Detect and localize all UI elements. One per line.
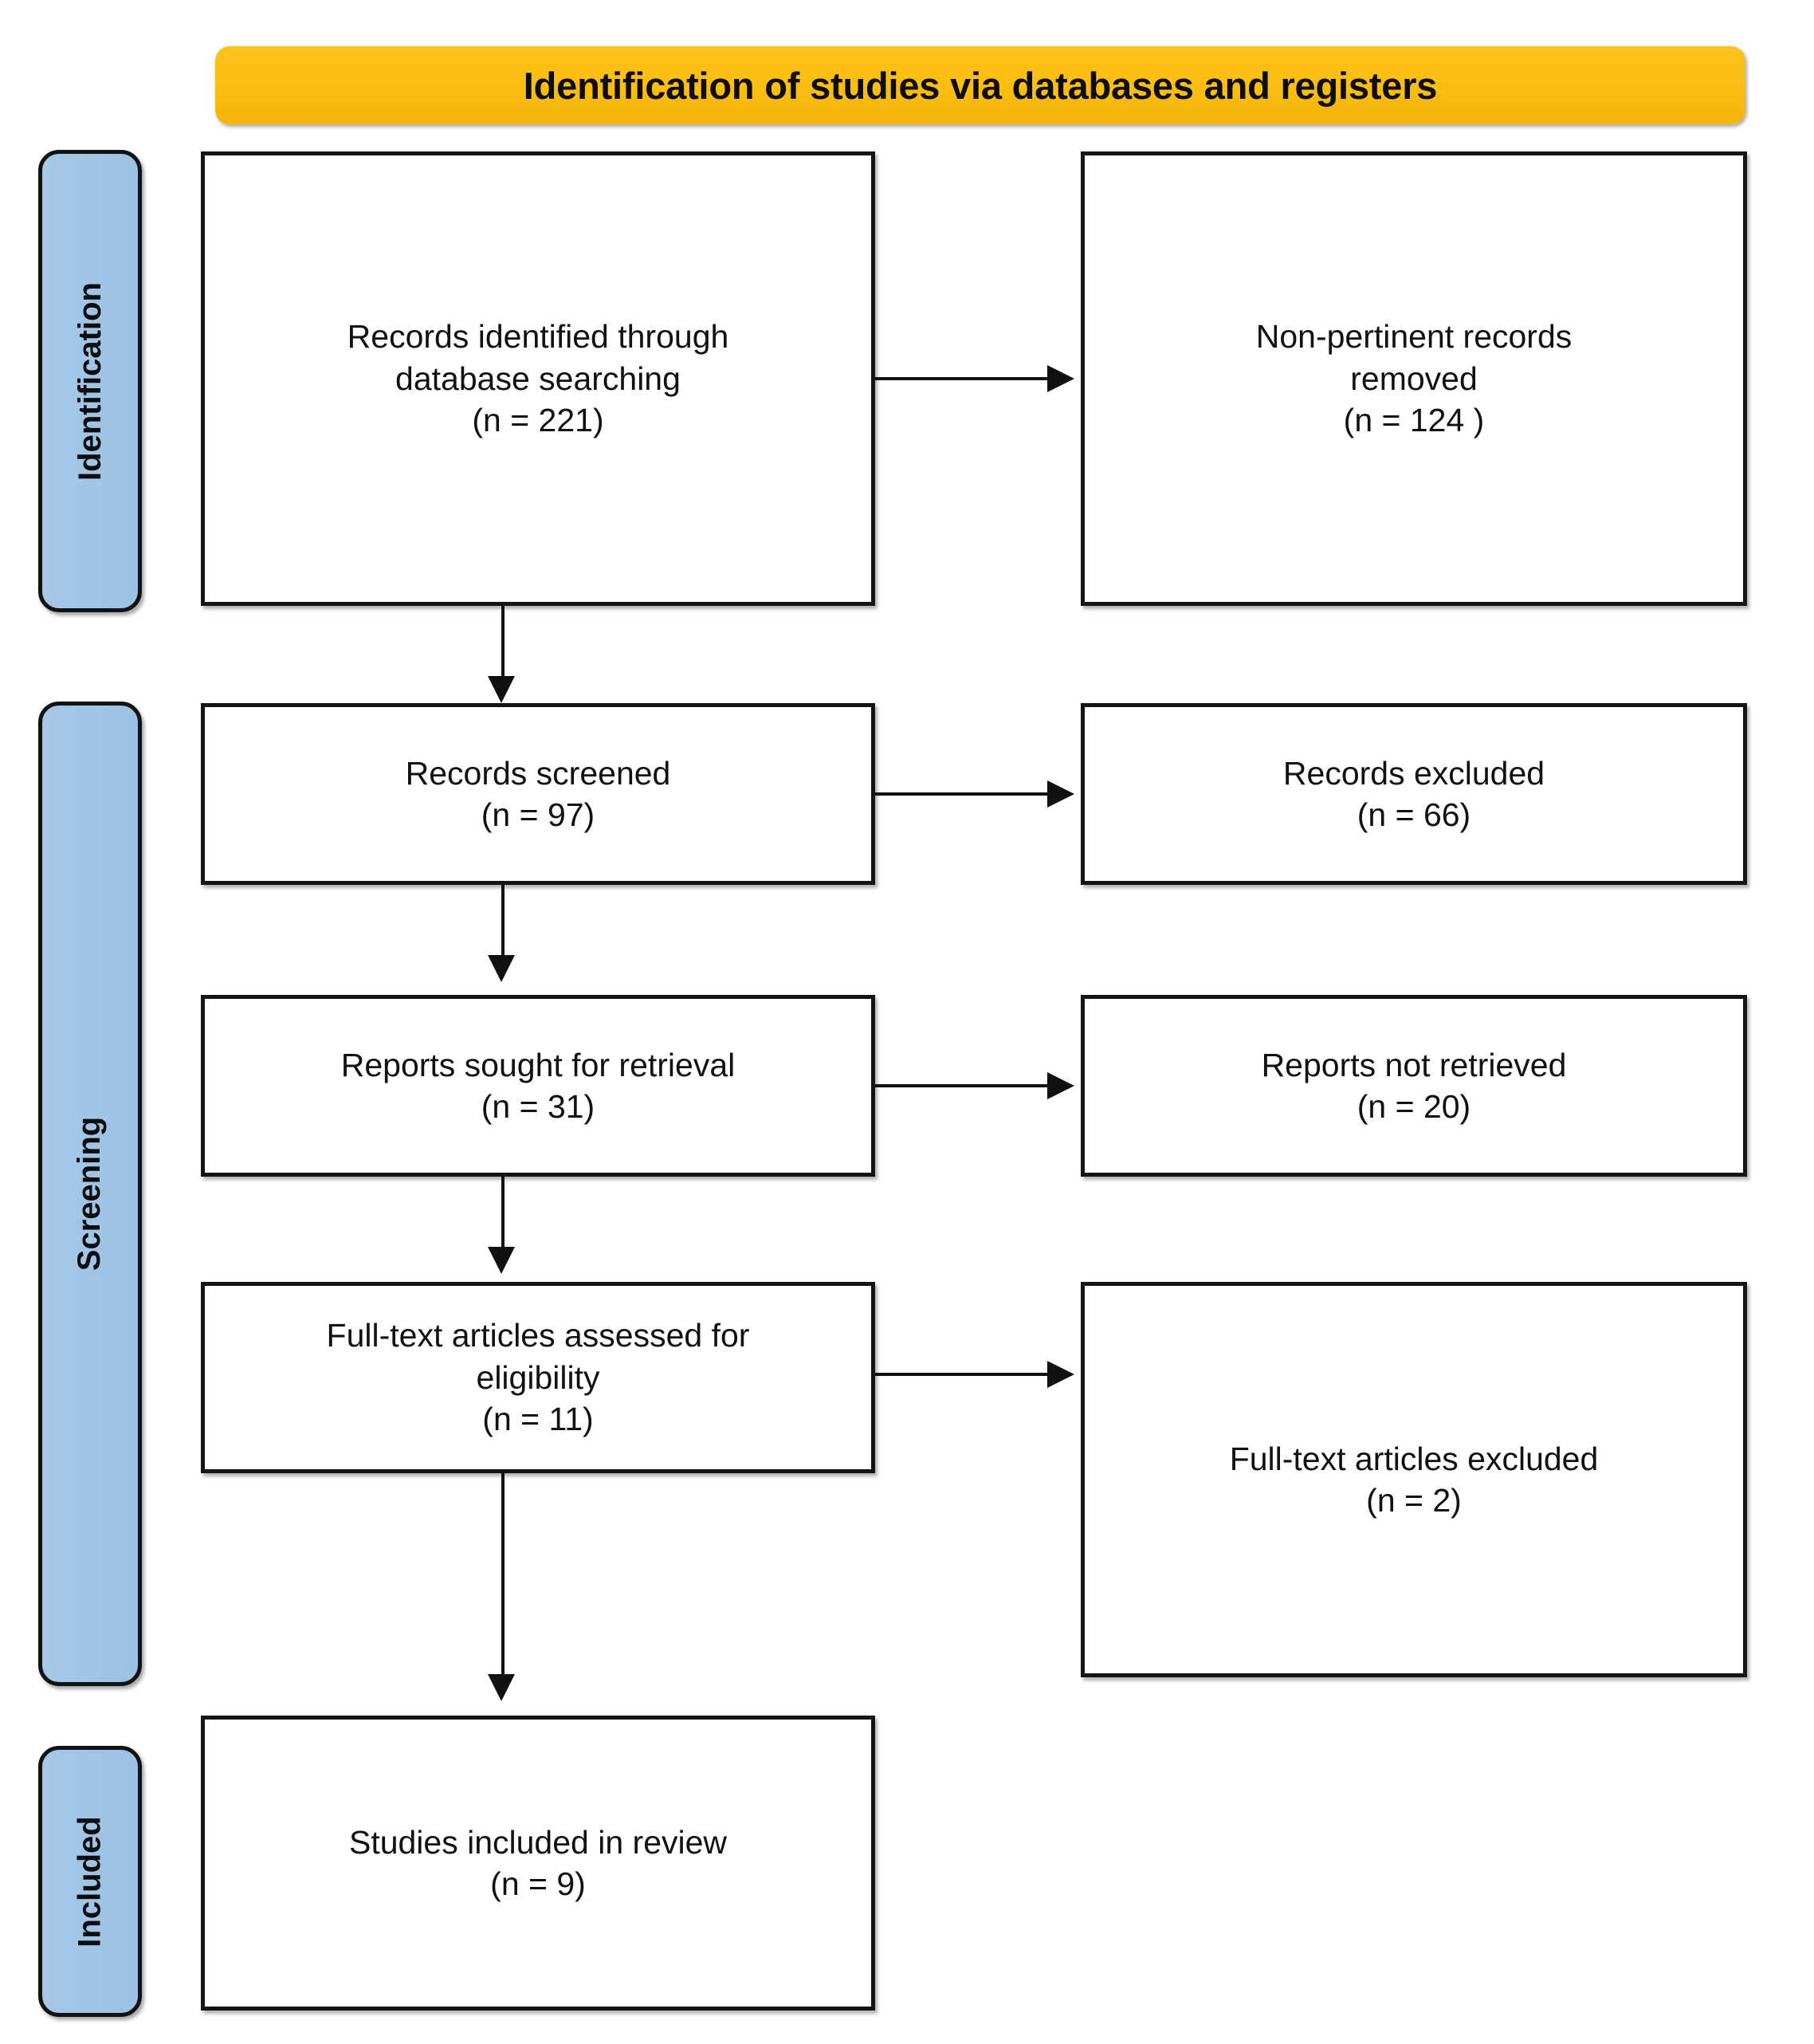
arrowhead-sought-to-not-retrieved	[1047, 1072, 1074, 1099]
connector-screened-to-excluded	[875, 792, 1047, 796]
connector-fulltext-to-included	[501, 1473, 505, 1687]
arrowhead-screened-to-sought	[488, 955, 515, 982]
stage-bar-screening: Screening	[38, 702, 142, 1686]
stage-label-identification: Identification	[72, 281, 108, 481]
box-studies-included: Studies included in review (n = 9)	[201, 1716, 875, 2011]
stage-label-included: Included	[72, 1815, 108, 1948]
box-studies-included-text: Studies included in review (n = 9)	[348, 1823, 728, 1902]
box-reports-sought-text: Reports sought for retrieval (n = 31)	[340, 1046, 736, 1125]
box-records-identified-text: Records identified through database sear…	[347, 318, 729, 439]
connector-identified-to-screened	[501, 606, 505, 694]
diagram-title-banner: Identification of studies via databases …	[215, 46, 1745, 124]
arrowhead-fulltext-to-included	[488, 1674, 515, 1701]
box-reports-not-retrieved-text: Reports not retrieved (n = 20)	[1261, 1046, 1567, 1125]
box-non-pertinent-removed-text: Non-pertinent records removed (n = 124 )	[1255, 318, 1573, 439]
box-records-identified: Records identified through database sear…	[201, 151, 875, 606]
box-fulltext-assessed-text: Full-text articles assessed for eligibil…	[326, 1317, 750, 1438]
connector-sought-to-fulltext	[501, 1177, 505, 1264]
diagram-title: Identification of studies via databases …	[523, 64, 1438, 107]
arrowhead-identified-to-screened	[488, 676, 515, 703]
connector-screened-to-sought	[501, 885, 505, 973]
connector-sought-to-not-retrieved	[875, 1084, 1047, 1087]
stage-bar-included: Included	[38, 1746, 142, 2017]
arrowhead-identified-to-removed	[1047, 365, 1074, 392]
box-fulltext-assessed: Full-text articles assessed for eligibil…	[201, 1282, 875, 1473]
box-reports-sought: Reports sought for retrieval (n = 31)	[201, 995, 875, 1177]
box-reports-not-retrieved: Reports not retrieved (n = 20)	[1081, 995, 1747, 1177]
box-fulltext-excluded-text: Full-text articles excluded (n = 2)	[1229, 1440, 1599, 1519]
box-non-pertinent-removed: Non-pertinent records removed (n = 124 )	[1081, 151, 1747, 606]
arrowhead-sought-to-fulltext	[488, 1247, 515, 1274]
box-records-excluded: Records excluded (n = 66)	[1081, 703, 1747, 885]
stage-bar-identification: Identification	[38, 150, 142, 612]
box-fulltext-excluded: Full-text articles excluded (n = 2)	[1081, 1282, 1747, 1677]
arrowhead-screened-to-excluded	[1047, 780, 1074, 808]
arrowhead-fulltext-to-excluded	[1047, 1361, 1074, 1388]
stage-label-screening: Screening	[72, 1116, 108, 1272]
connector-identified-to-removed	[875, 377, 1047, 380]
box-records-screened: Records screened (n = 97)	[201, 703, 875, 885]
box-records-excluded-text: Records excluded (n = 66)	[1282, 754, 1545, 833]
connector-fulltext-to-excluded	[875, 1373, 1047, 1376]
box-records-screened-text: Records screened (n = 97)	[405, 754, 671, 833]
